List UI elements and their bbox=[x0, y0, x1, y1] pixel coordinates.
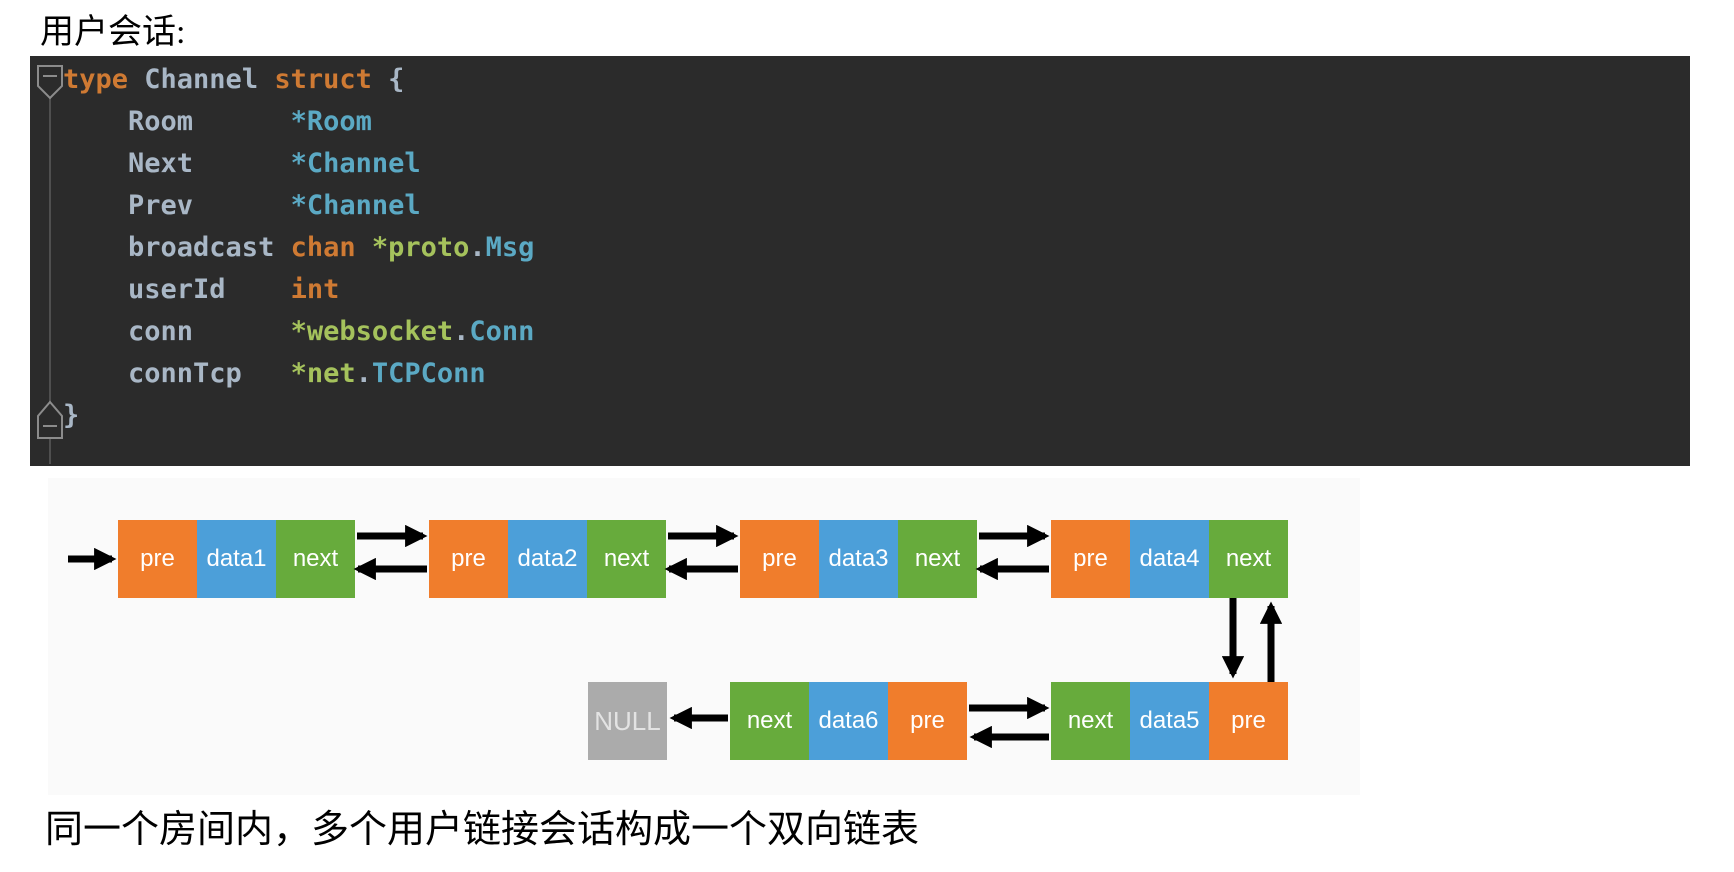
code-token: *net bbox=[290, 358, 356, 389]
code-line: } bbox=[63, 395, 1680, 437]
code-token: *Room bbox=[290, 106, 372, 137]
list-cell-data3: data3 bbox=[819, 520, 898, 598]
code-token: . bbox=[355, 358, 372, 389]
list-cell-next: next bbox=[1051, 682, 1130, 760]
code-token: Channel bbox=[144, 64, 275, 95]
list-cell-data4: data4 bbox=[1130, 520, 1209, 598]
page-title: 用户会话: bbox=[40, 14, 186, 51]
list-cell-pre: pre bbox=[740, 520, 819, 598]
code-token: chan bbox=[290, 232, 372, 263]
code-token: type bbox=[63, 64, 145, 95]
code-line: broadcast chan *proto.Msg bbox=[63, 227, 1680, 269]
fold-collapse-bottom-icon bbox=[37, 400, 63, 439]
code-line: userId int bbox=[63, 269, 1680, 311]
code-line: type Channel struct { bbox=[63, 59, 1680, 101]
code-token: struct bbox=[274, 64, 389, 95]
list-cell-next: next bbox=[730, 682, 809, 760]
list-cell-pre: pre bbox=[118, 520, 197, 598]
code-editor-panel: type Channel struct { Room *Room Next *C… bbox=[30, 56, 1690, 466]
code-token: *proto bbox=[371, 232, 470, 263]
code-token: Next bbox=[63, 148, 291, 179]
code-line: Prev *Channel bbox=[63, 185, 1680, 227]
list-cell-data6: data6 bbox=[809, 682, 888, 760]
list-cell-data2: data2 bbox=[508, 520, 587, 598]
code-token: Msg bbox=[485, 232, 535, 263]
editor-gutter bbox=[37, 65, 63, 464]
list-cell-next: next bbox=[587, 520, 666, 598]
code-token: *Channel bbox=[290, 148, 421, 179]
code-token: { bbox=[388, 64, 405, 95]
code-token: *websocket bbox=[290, 316, 454, 347]
caption-text: 同一个房间内，多个用户链接会话构成一个双向链表 bbox=[45, 809, 920, 851]
list-cell-data5: data5 bbox=[1130, 682, 1209, 760]
code-token: Room bbox=[63, 106, 291, 137]
code-token: connTcp bbox=[63, 358, 291, 389]
list-cell-data1: data1 bbox=[197, 520, 276, 598]
code-token: } bbox=[63, 400, 80, 431]
code-line: connTcp *net.TCPConn bbox=[63, 353, 1680, 395]
code-line: Next *Channel bbox=[63, 143, 1680, 185]
code-token: TCPConn bbox=[371, 358, 486, 389]
code-token: Prev bbox=[63, 190, 291, 221]
list-cell-pre: pre bbox=[1209, 682, 1288, 760]
list-cell-next: next bbox=[276, 520, 355, 598]
code-line: conn *websocket.Conn bbox=[63, 311, 1680, 353]
list-cell-pre: pre bbox=[888, 682, 967, 760]
code-token: . bbox=[453, 316, 470, 347]
code-token: userId bbox=[63, 274, 291, 305]
code-token: broadcast bbox=[63, 232, 291, 263]
null-box: NULL bbox=[588, 682, 667, 760]
code-line: Room *Room bbox=[63, 101, 1680, 143]
code-token: Conn bbox=[469, 316, 535, 347]
code-token: int bbox=[290, 274, 340, 305]
list-cell-pre: pre bbox=[429, 520, 508, 598]
code-token: *Channel bbox=[290, 190, 421, 221]
code-listing: type Channel struct { Room *Room Next *C… bbox=[63, 59, 1680, 437]
list-cell-next: next bbox=[898, 520, 977, 598]
list-cell-next: next bbox=[1209, 520, 1288, 598]
code-token: . bbox=[469, 232, 486, 263]
list-cell-pre: pre bbox=[1051, 520, 1130, 598]
code-token: conn bbox=[63, 316, 291, 347]
fold-collapse-top-icon bbox=[37, 65, 63, 100]
